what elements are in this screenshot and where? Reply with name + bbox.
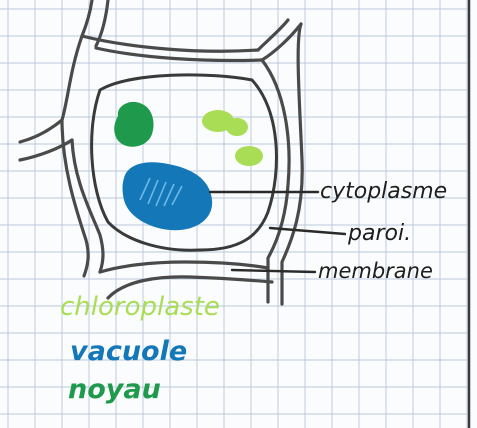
legend-vacuole: vacuole <box>70 336 187 367</box>
legend-noyau: noyau <box>68 374 161 405</box>
legend-chloroplaste: chloroplaste <box>60 292 220 322</box>
label-membrane: membrane <box>318 259 433 283</box>
chloroplaste-3 <box>235 146 263 166</box>
noyau-shape <box>114 102 153 147</box>
chloroplaste-2 <box>226 118 248 136</box>
label-cytoplasme: cytoplasme <box>320 179 447 204</box>
label-paroi: paroi. <box>347 221 411 246</box>
